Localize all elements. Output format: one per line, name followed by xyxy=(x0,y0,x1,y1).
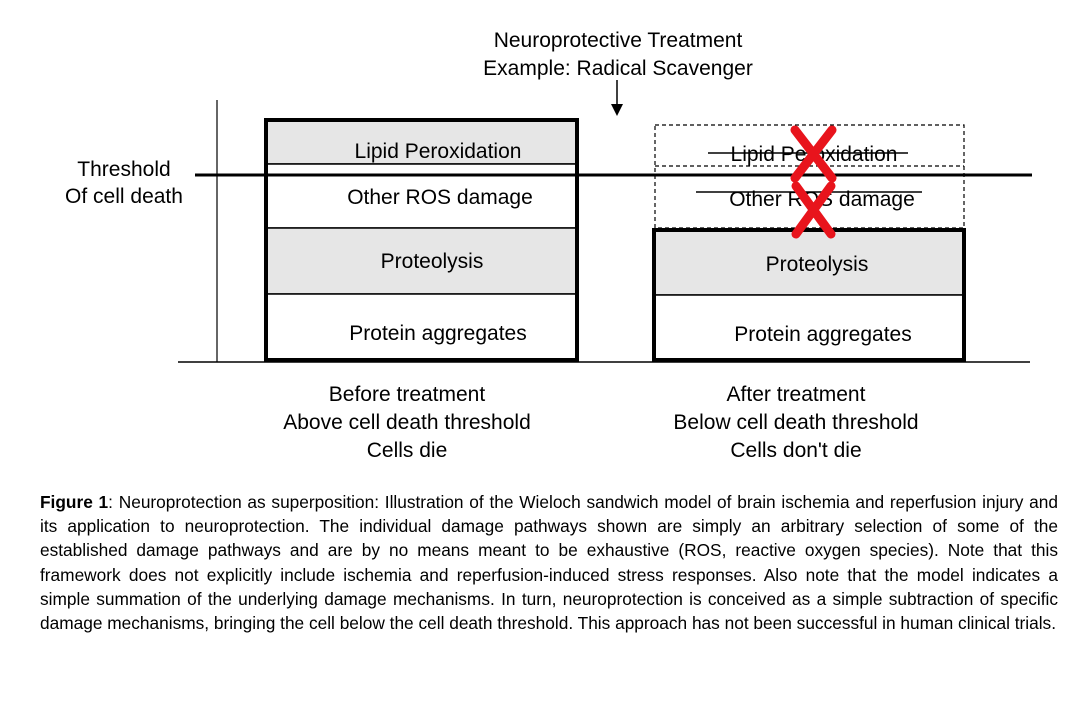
before-stack: Lipid Peroxidation Other ROS damage Prot… xyxy=(264,118,579,362)
sandwich-model-diagram: Neuroprotective Treatment Example: Radic… xyxy=(65,29,1032,462)
before-label-other-ros-damage: Other ROS damage xyxy=(347,186,533,209)
before-caption-line2: Above cell death threshold xyxy=(283,411,531,434)
after-label-protein-aggregates: Protein aggregates xyxy=(734,323,911,346)
after-stack-outline xyxy=(652,228,966,362)
treatment-label-line2: Example: Radical Scavenger xyxy=(483,57,753,80)
before-layer-lipid-peroxidation xyxy=(265,119,578,165)
figure-caption-label: Figure 1 xyxy=(40,492,109,512)
after-caption-line3: Cells don't die xyxy=(730,439,861,462)
after-layer-proteolysis xyxy=(653,229,965,296)
treatment-label-line1: Neuroprotective Treatment xyxy=(494,29,743,52)
x-mark-icon xyxy=(790,125,837,183)
before-layer-proteolysis xyxy=(265,227,578,295)
before-label-proteolysis: Proteolysis xyxy=(381,250,484,273)
treatment-arrowhead-icon xyxy=(611,104,623,116)
before-stack-outline xyxy=(264,118,579,362)
before-caption-line3: Cells die xyxy=(367,439,448,462)
figure-caption: Figure 1: Neuroprotection as superpositi… xyxy=(40,490,1058,635)
threshold-label-line2: Of cell death xyxy=(65,185,183,208)
after-caption-line2: Below cell death threshold xyxy=(673,411,918,434)
before-label-protein-aggregates: Protein aggregates xyxy=(349,322,526,345)
threshold-label-line1: Threshold xyxy=(77,158,170,181)
x-mark-icon xyxy=(791,181,836,239)
after-label-proteolysis: Proteolysis xyxy=(766,253,869,276)
figure-caption-text: : Neuroprotection as superposition: Illu… xyxy=(40,492,1058,634)
before-caption-line1: Before treatment xyxy=(329,383,486,406)
before-label-lipid-peroxidation: Lipid Peroxidation xyxy=(355,140,522,163)
after-caption-line1: After treatment xyxy=(727,383,866,406)
after-stack: Proteolysis Protein aggregates xyxy=(652,228,966,362)
